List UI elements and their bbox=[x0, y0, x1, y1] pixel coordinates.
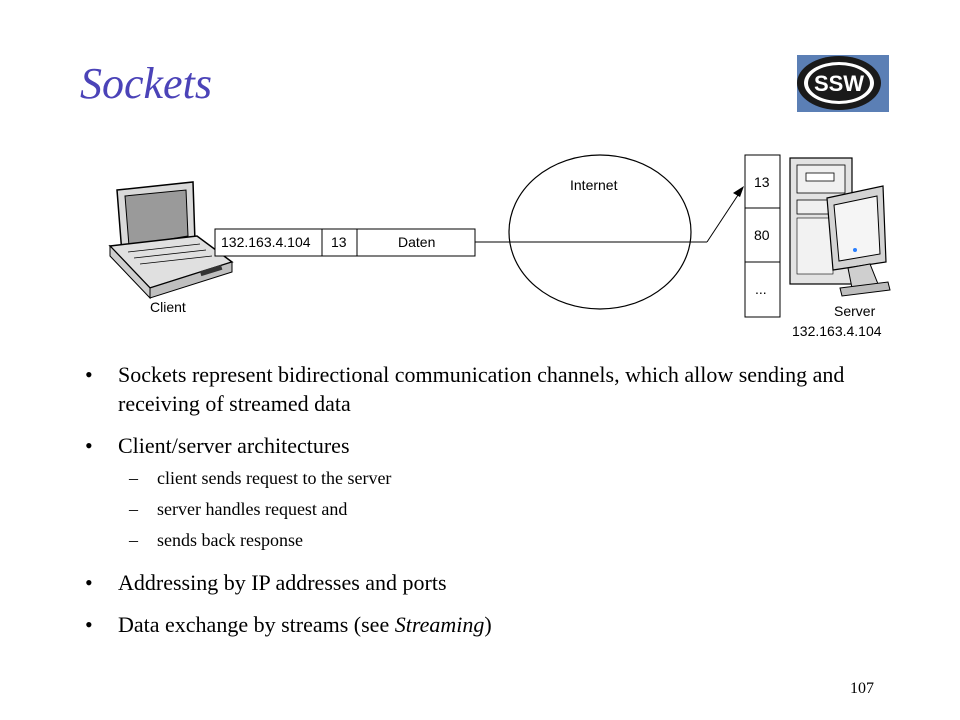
bullet-dot: • bbox=[85, 570, 93, 595]
sub-bullet-dash: – bbox=[129, 468, 138, 488]
port-80: 80 bbox=[754, 227, 770, 243]
port-ellipsis: ... bbox=[755, 281, 767, 297]
bullet-dot: • bbox=[85, 433, 93, 458]
bullet-item: • Sockets represent bidirectional commun… bbox=[85, 360, 905, 418]
slide-title: Sockets bbox=[80, 59, 212, 108]
page-number: 107 bbox=[850, 680, 874, 697]
bullet-item: • Data exchange by streams (see Streamin… bbox=[85, 610, 905, 639]
streaming-reference: Streaming bbox=[394, 612, 485, 637]
sub-bullet-dash: – bbox=[129, 499, 138, 519]
bullet-dot: • bbox=[85, 362, 93, 387]
packet-data: Daten bbox=[398, 234, 435, 250]
bullet-dot: • bbox=[85, 612, 93, 637]
bullet-text-addressing: Addressing by IP addresses and ports bbox=[118, 570, 447, 595]
sub-bullet-text: sends back response bbox=[157, 530, 303, 550]
sub-bullet-item: – sends back response bbox=[85, 528, 905, 552]
internet-cloud-icon bbox=[508, 154, 692, 310]
sub-bullet-text: client sends request to the server bbox=[157, 468, 392, 488]
ssw-logo: SSW bbox=[797, 55, 889, 112]
sub-bullet-item: – server handles request and bbox=[85, 497, 905, 521]
sub-bullet-dash: – bbox=[129, 530, 138, 550]
packet-frame bbox=[214, 228, 476, 257]
packet-address: 132.163.4.104 bbox=[221, 234, 311, 250]
bullet-item: • Client/server architectures bbox=[85, 431, 905, 460]
laptop-icon bbox=[108, 181, 234, 300]
port-13: 13 bbox=[754, 174, 770, 190]
socket-diagram: Client 132.163.4.104 13 Daten Internet 1… bbox=[108, 154, 891, 339]
bullet-text-sockets: Sockets represent bidirectional communic… bbox=[118, 362, 845, 416]
logo-text: SSW bbox=[814, 71, 864, 96]
sub-bullet-item: – client sends request to the server bbox=[85, 466, 905, 490]
packet-port: 13 bbox=[331, 234, 347, 250]
bullet-text-data-exchange: Data exchange by streams (see bbox=[118, 612, 395, 637]
server-computer-icon bbox=[789, 157, 891, 297]
server-address: 132.163.4.104 bbox=[792, 323, 882, 339]
bullet-item: • Addressing by IP addresses and ports bbox=[85, 568, 905, 597]
client-label: Client bbox=[150, 299, 186, 315]
server-label: Server bbox=[834, 303, 876, 319]
port-table bbox=[744, 154, 781, 318]
bullet-list: • Sockets represent bidirectional commun… bbox=[85, 360, 905, 652]
sub-bullet-text: server handles request and bbox=[157, 499, 348, 519]
bullet-text-close-paren: ) bbox=[484, 612, 492, 637]
bullet-text-client-server: Client/server architectures bbox=[118, 433, 350, 458]
internet-label: Internet bbox=[570, 177, 618, 193]
